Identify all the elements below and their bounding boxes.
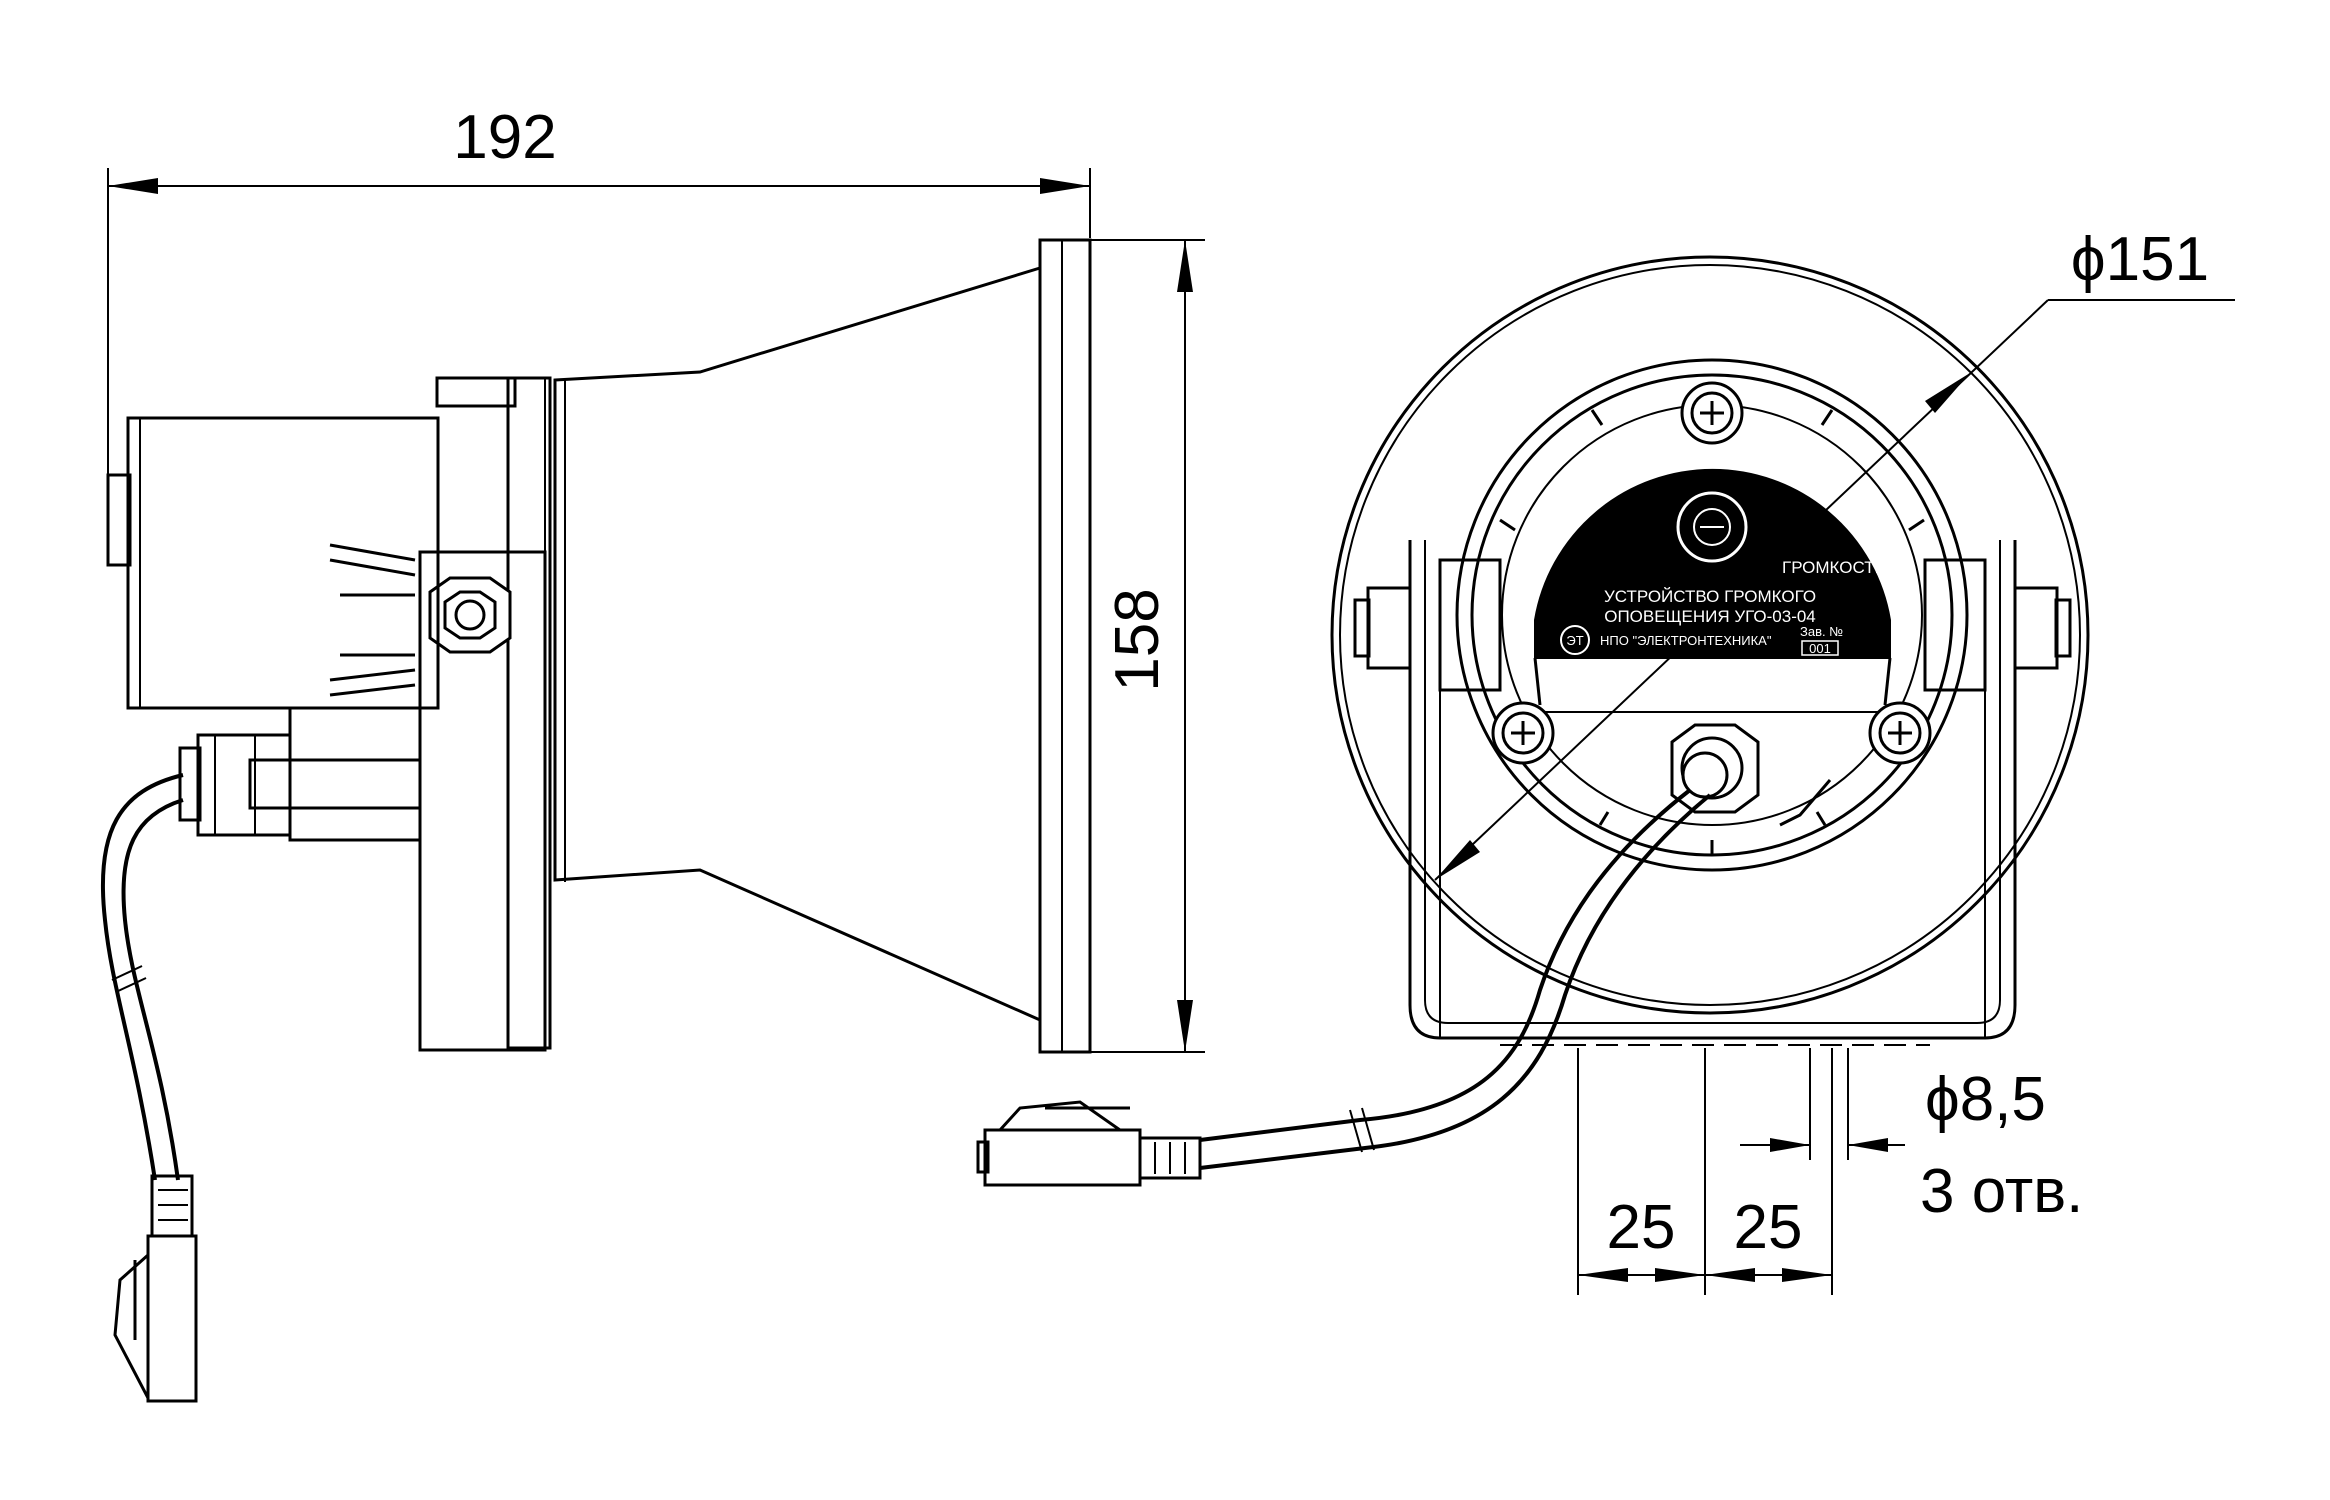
horn-cone bbox=[553, 265, 1042, 1023]
screw-left bbox=[1491, 701, 1555, 765]
serial-label: Зав. № bbox=[1800, 624, 1843, 639]
maker-name: НПО "ЭЛЕКТРОНТЕХНИКА" bbox=[1600, 633, 1772, 648]
diameter-dim-label: ϕ151 bbox=[2071, 225, 2209, 294]
right-side-bolt bbox=[2013, 586, 2059, 670]
cable-side bbox=[100, 773, 184, 1181]
front-view: ϕ151 ГРОМКОСТЬ УСТРОЙСТ bbox=[976, 225, 2235, 1295]
maker-logo-text: ЭТ bbox=[1566, 633, 1583, 648]
device-name-line2: ОПОВЕЩЕНИЯ УГО-03-04 bbox=[1604, 607, 1816, 626]
rear-housing bbox=[126, 416, 440, 710]
spacing-2-label: 25 bbox=[1734, 1193, 1803, 1262]
side-view: 192 158 bbox=[100, 103, 1205, 1403]
serial-number: 001 bbox=[1809, 641, 1831, 656]
cable-gland bbox=[196, 733, 292, 837]
spacing-1-label: 25 bbox=[1607, 1193, 1676, 1262]
hole-count-label: 3 отв. bbox=[1920, 1157, 2083, 1226]
rear-cap bbox=[106, 473, 132, 567]
hole-diameter-label: ϕ8,5 bbox=[1925, 1065, 2046, 1134]
length-dim-label: 192 bbox=[453, 103, 556, 172]
left-side-bolt bbox=[1366, 586, 1412, 670]
device-name-line1: УСТРОЙСТВО ГРОМКОГО bbox=[1604, 587, 1816, 606]
cable-front bbox=[1199, 788, 1692, 1142]
bracket-bolt bbox=[428, 576, 512, 654]
volume-label: ГРОМКОСТЬ bbox=[1782, 558, 1886, 577]
height-dim-label: 158 bbox=[1103, 588, 1172, 691]
screw-right bbox=[1868, 701, 1932, 765]
screw-top bbox=[1680, 381, 1744, 445]
maker-logo-icon bbox=[1560, 625, 1590, 655]
horn-rim bbox=[1038, 238, 1092, 1054]
inner-ring-outer bbox=[1455, 358, 1969, 872]
horn-outer-circle bbox=[1330, 255, 2090, 1015]
u-bracket bbox=[1408, 540, 2017, 1040]
label-plate bbox=[1534, 468, 1891, 659]
